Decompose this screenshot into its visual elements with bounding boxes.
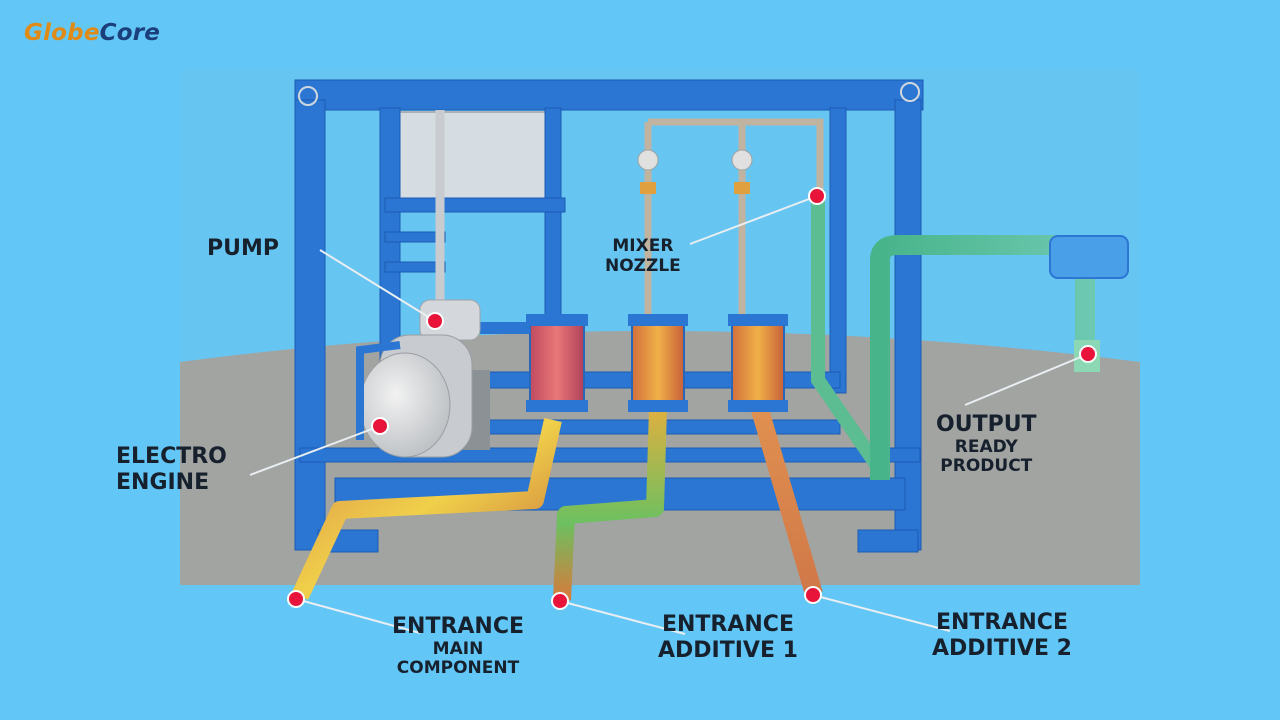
pipe-additive-1 [553, 407, 667, 601]
markers [287, 187, 1097, 610]
label-mixer-nozzle: MIXER NOZZLE [605, 236, 681, 276]
label-output: OUTPUT READY PRODUCT [936, 412, 1037, 477]
marker-entrance-main [287, 590, 305, 608]
label-additive-2-line-1: ENTRANCE [935, 610, 1068, 635]
marker-mixer-nozzle [808, 187, 826, 205]
label-pump: PUMP [207, 236, 279, 262]
label-additive-1-line-1: ENTRANCE [661, 612, 794, 637]
label-electro-line-1: ELECTRO [116, 444, 227, 469]
label-output-title: OUTPUT [936, 412, 1037, 437]
label-mixer-line-2: NOZZLE [605, 255, 681, 276]
label-pump-text: PUMP [207, 236, 280, 261]
filter-3 [728, 314, 788, 412]
label-entrance-additive-1: ENTRANCE ADDITIVE 1 [658, 612, 798, 663]
label-mixer-line-1: MIXER [612, 236, 674, 256]
label-entrance-main-line-2: COMPONENT [396, 658, 520, 679]
filter-2 [628, 314, 688, 412]
label-additive-2-line-2: ADDITIVE 2 [932, 635, 1072, 661]
marker-pump [426, 312, 444, 330]
pipe-main [291, 418, 562, 600]
marker-output [1079, 345, 1097, 363]
marker-electro-engine [371, 417, 389, 435]
label-output-line-2: PRODUCT [940, 456, 1033, 477]
label-additive-1-line-2: ADDITIVE 1 [658, 637, 798, 663]
pipe-additive-2 [751, 407, 823, 597]
label-electro-engine: ELECTRO ENGINE [116, 444, 227, 495]
marker-entrance-additive-1 [551, 592, 569, 610]
brand-part-1: Globe [24, 20, 100, 46]
label-output-line-1: READY [954, 436, 1018, 457]
brand-logo: GlobeCore [24, 20, 160, 46]
filter-1 [526, 314, 588, 412]
label-electro-line-2: ENGINE [116, 469, 210, 495]
label-entrance-main-line-1: MAIN [432, 638, 484, 659]
label-entrance-main: ENTRANCE MAIN COMPONENT [392, 614, 524, 679]
label-entrance-additive-2: ENTRANCE ADDITIVE 2 [932, 610, 1072, 661]
marker-entrance-additive-2 [804, 586, 822, 604]
brand-part-2: Core [99, 20, 161, 46]
label-entrance-main-title: ENTRANCE [392, 614, 524, 639]
